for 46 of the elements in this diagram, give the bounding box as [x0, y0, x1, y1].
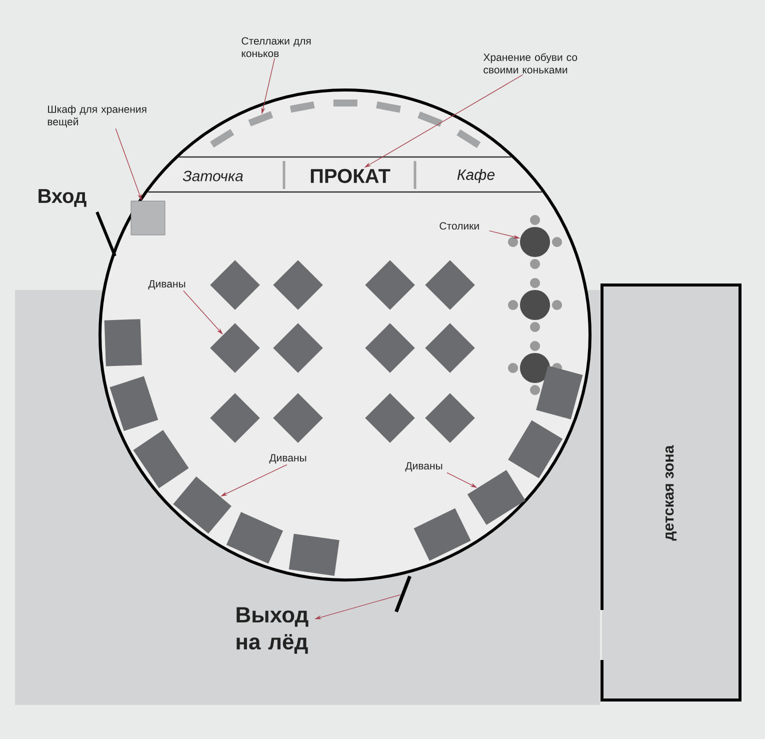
- skate-rack: [290, 101, 315, 113]
- sofa: [210, 323, 260, 373]
- skate-rack: [210, 128, 234, 148]
- sofa: [508, 420, 563, 478]
- sofa: [425, 393, 475, 443]
- sofa: [133, 430, 189, 488]
- storage-cabinet: [130, 200, 166, 236]
- sofa: [425, 323, 475, 373]
- table-with-chairs: [508, 215, 562, 269]
- skate-rack: [418, 111, 442, 127]
- skate-rack: [376, 101, 401, 113]
- sofa: [467, 470, 526, 525]
- label-text: Стеллажи для коньков: [242, 37, 311, 58]
- room-label: Заточка: [182, 170, 243, 182]
- sofa: [414, 508, 471, 561]
- sofa: [104, 319, 142, 366]
- entrance-label: Вход: [38, 189, 86, 207]
- sofa: [288, 534, 340, 576]
- label-text: Диваны: [269, 454, 306, 464]
- sofa: [365, 393, 415, 443]
- play-area: детская зона: [600, 284, 742, 702]
- skate-rack: [248, 111, 274, 126]
- sofa: [110, 376, 158, 432]
- sofa: [273, 393, 323, 443]
- label-text: Хранение обуви со своими коньками: [483, 53, 578, 74]
- room-label: Кафе: [457, 169, 495, 183]
- exit-door: [394, 576, 412, 612]
- sofa: [210, 260, 260, 310]
- label-text: Диваны: [148, 280, 186, 290]
- sofa: [273, 260, 323, 310]
- sofa: [425, 260, 475, 310]
- sofa: [365, 323, 415, 373]
- skate-rack: [456, 129, 481, 148]
- label-text: Столики: [440, 222, 479, 230]
- table-with-chairs: [508, 278, 562, 332]
- sofa: [273, 323, 323, 373]
- label-text: Шкаф для хранения вещей: [48, 105, 146, 128]
- exit-label: Выход на лёд: [236, 607, 308, 654]
- label-text: Диваны: [405, 462, 442, 472]
- sofa: [226, 512, 284, 564]
- table-with-chairs: [508, 341, 562, 395]
- sofa: [173, 476, 232, 534]
- sofa: [365, 260, 415, 310]
- sofa: [536, 366, 583, 420]
- sofa: [210, 393, 260, 443]
- room-label: ПРОКАТ: [310, 168, 390, 184]
